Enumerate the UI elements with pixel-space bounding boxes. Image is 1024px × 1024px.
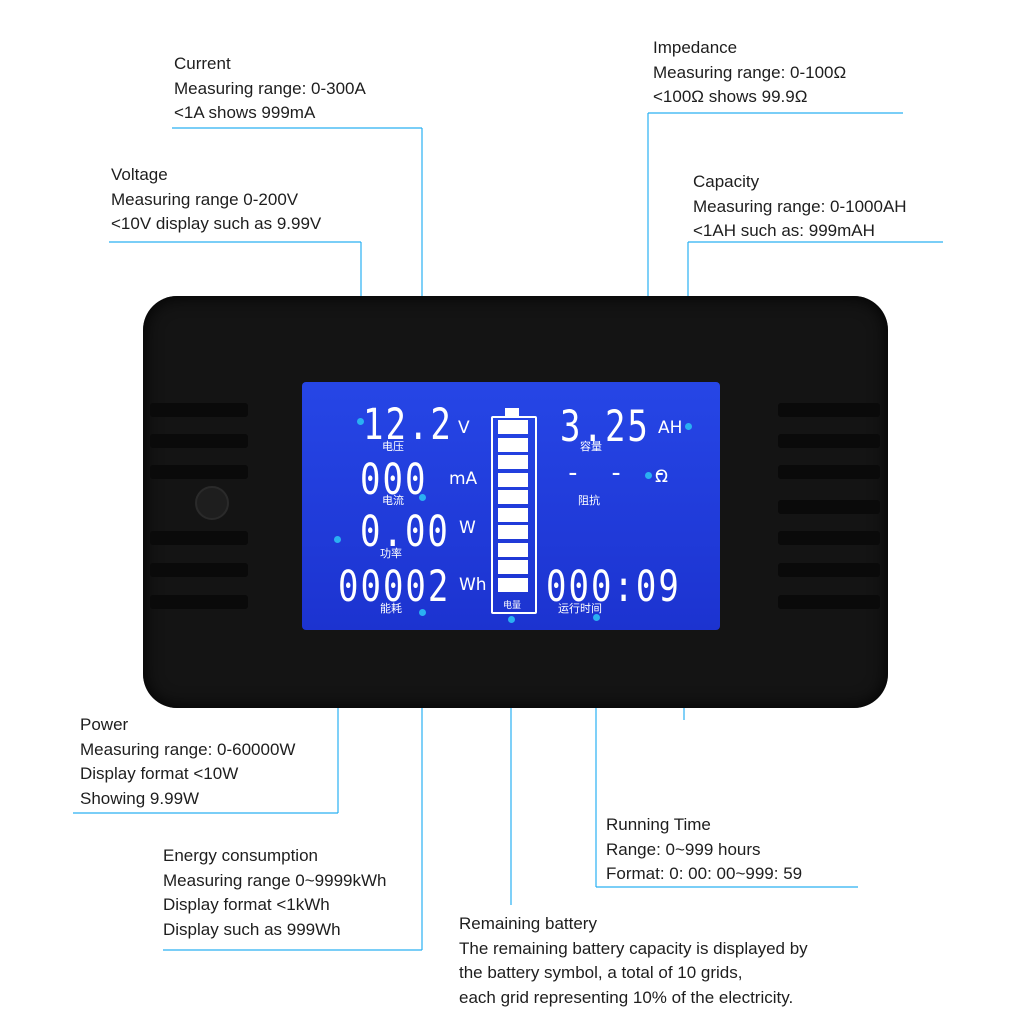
power-title: Power — [80, 715, 129, 734]
battery-dot — [508, 616, 515, 623]
voltage-annotation: Voltage Measuring range 0-200V <10V disp… — [111, 163, 321, 237]
energy-annotation: Energy consumption Measuring range 0~999… — [163, 844, 387, 942]
power-range: Measuring range: 0-60000W — [80, 739, 296, 759]
capacity-label: 容量 — [580, 440, 602, 453]
battery-line-3: each grid representing 10% of the electr… — [459, 987, 794, 1007]
battery-title: Remaining battery — [459, 914, 597, 933]
energy-dot — [419, 609, 426, 616]
vent — [150, 595, 248, 609]
capacity-title: Capacity — [693, 172, 760, 191]
battery-cap — [505, 408, 519, 416]
battery-grid — [498, 577, 528, 592]
running-time-annotation: Running Time Range: 0~999 hours Format: … — [606, 813, 802, 887]
impedance-dot — [645, 472, 652, 479]
power-value: 0.00 — [360, 507, 450, 557]
running-time-format: Format: 0: 00: 00~999: 59 — [606, 864, 803, 883]
power-unit: W — [459, 518, 476, 538]
vent — [150, 434, 248, 448]
battery-grid — [498, 490, 528, 504]
vent — [778, 563, 880, 577]
impedance-range: Measuring range: 0-100Ω — [653, 62, 847, 82]
capacity-value: 3.25 — [560, 402, 650, 452]
battery-annotation: Remaining battery The remaining battery … — [459, 912, 808, 1010]
voltage-title: Voltage — [111, 165, 168, 184]
voltage-detail: <10V display such as 9.99V — [111, 214, 322, 233]
voltage-range: Measuring range 0-200V — [111, 189, 299, 209]
battery-grid — [498, 455, 528, 469]
voltage-dot — [357, 418, 364, 425]
capacity-annotation: Capacity Measuring range: 0-1000AH <1AH … — [693, 170, 907, 244]
power-format: Display format <10W — [80, 764, 239, 783]
battery-grid — [498, 420, 528, 434]
impedance-title: Impedance — [653, 38, 738, 57]
voltage-label: 电压 — [382, 440, 404, 453]
battery-grid — [498, 525, 528, 539]
current-dot — [419, 494, 426, 501]
vent — [778, 403, 880, 417]
running-time-range: Range: 0~999 hours — [606, 839, 761, 859]
current-label: 电流 — [382, 494, 404, 507]
battery-line-1: The remaining battery capacity is displa… — [459, 938, 808, 958]
vent — [150, 465, 248, 479]
energy-value: 00002 — [338, 562, 451, 612]
impedance-label: 阻抗 — [578, 494, 600, 507]
energy-format: Display format <1kWh — [163, 895, 330, 914]
current-range: Measuring range: 0-300A — [174, 78, 366, 98]
current-detail: <1A shows 999mA — [174, 103, 316, 122]
vent — [778, 500, 880, 514]
power-annotation: Power Measuring range: 0-60000W Display … — [80, 713, 295, 811]
energy-title: Energy consumption — [163, 846, 318, 865]
impedance-unit: Ω — [655, 467, 668, 487]
time-label: 运行时间 — [558, 602, 602, 615]
vent — [150, 563, 248, 577]
reset-button[interactable] — [195, 486, 229, 520]
battery-line-2: the battery symbol, a total of 10 grids, — [459, 963, 743, 982]
energy-detail: Display such as 999Wh — [163, 919, 341, 939]
battery-grid — [498, 472, 528, 487]
battery-grid — [498, 437, 528, 452]
energy-range: Measuring range 0~9999kWh — [163, 870, 387, 890]
power-label: 功率 — [380, 547, 402, 560]
time-value: 000:09 — [546, 562, 681, 612]
capacity-range: Measuring range: 0-1000AH — [693, 196, 907, 216]
power-detail: Showing 9.99W — [80, 788, 200, 808]
vent — [150, 531, 248, 545]
current-value: 000 — [360, 455, 428, 505]
voltage-value: 12.2 — [363, 400, 453, 450]
battery-icon — [491, 416, 537, 614]
impedance-detail: <100Ω shows 99.9Ω — [653, 87, 808, 106]
capacity-unit: AH — [658, 418, 683, 438]
time-dot — [593, 614, 600, 621]
capacity-detail: <1AH such as: 999mAH — [693, 221, 875, 240]
capacity-dot — [685, 423, 692, 430]
vent — [778, 465, 880, 479]
running-time-title: Running Time — [606, 815, 711, 834]
current-title: Current — [174, 54, 231, 73]
energy-label: 能耗 — [380, 602, 402, 615]
power-dot — [334, 536, 341, 543]
impedance-annotation: Impedance Measuring range: 0-100Ω <100Ω … — [653, 36, 846, 110]
battery-label: 电量 — [502, 601, 521, 611]
voltage-unit: V — [458, 418, 470, 438]
vent — [778, 595, 880, 609]
battery-grid — [498, 507, 528, 522]
vent — [778, 531, 880, 545]
vent — [150, 403, 248, 417]
battery-grid — [498, 560, 528, 574]
vent — [778, 434, 880, 448]
current-unit: mA — [449, 469, 478, 489]
current-annotation: Current Measuring range: 0-300A <1A show… — [174, 52, 366, 126]
energy-unit: Wh — [459, 575, 487, 595]
battery-grid — [498, 542, 528, 557]
